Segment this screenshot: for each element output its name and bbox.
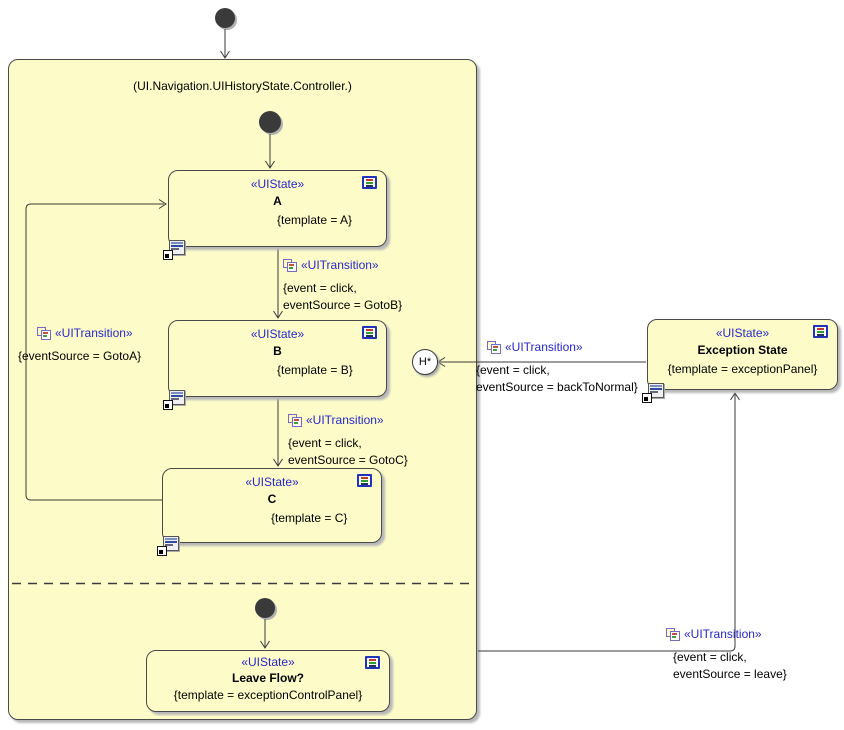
transition-b-to-c-line[interactable] [273,397,283,467]
transition-c-to-a-line[interactable] [25,199,167,501]
transition-initial-to-leaveflow-line[interactable] [260,619,270,649]
state-constraint: {template = exceptionPanel} [667,362,818,376]
state-stereotype: «UIState» [250,177,305,191]
composite-state-title: (UI.Navigation.UIHistoryState.Controller… [133,79,352,93]
state-constraint: {template = C} [271,511,348,525]
transition-stereotype: «UITransition» [505,340,583,354]
transition-stereotype: «UITransition» [684,627,762,641]
state-name: A [273,194,282,208]
transition-icon [288,413,302,427]
state-stereotype: «UIState» [715,326,770,340]
state-name: Leave Flow? [231,671,305,685]
spec-list-icon[interactable] [365,656,380,669]
transition-stereotype: «UITransition» [55,326,133,340]
transition-constraint-line: {event = click, [288,436,362,450]
transition-initial-to-controller-line[interactable] [220,29,230,59]
transition-constraint-line: eventSource = GotoB} [283,298,403,312]
spec-list-icon[interactable] [362,176,377,189]
transition-icon [487,340,501,354]
transition-constraint-line: {eventSource = GotoA} [18,349,142,363]
state-name: C [267,492,277,506]
state-stereotype: «UIState» [241,655,295,669]
ui-mockup-icon[interactable] [157,536,179,556]
ui-mockup-icon[interactable] [642,383,664,403]
spec-list-icon[interactable] [357,474,372,487]
state-constraint: {template = exceptionControlPanel} [173,688,363,702]
transition-initial-to-a-line[interactable] [265,134,275,169]
transition-icon [283,258,297,272]
state-name: B [273,344,282,358]
initial-state-node[interactable] [255,598,275,618]
state-stereotype: «UIState» [245,475,299,489]
state-stereotype: «UIState» [250,327,305,341]
state-c[interactable]: «UIState» C {template = C} [157,468,382,556]
state-leave-flow[interactable]: «UIState» Leave Flow? {template = except… [146,650,390,712]
transition-stereotype-row: «UITransition» [666,626,787,642]
transition-stereotype: «UITransition» [306,413,384,427]
state-exception[interactable]: «UIState» Exception State {template = ex… [642,319,838,403]
transition-stereotype-row: «UITransition» [288,412,408,428]
transition-stereotype-row: «UITransition» [37,325,141,341]
state-constraint: {template = B} [277,363,353,377]
transition-constraint-line: eventSource = leave} [673,667,787,681]
ui-mockup-icon[interactable] [163,390,185,410]
transition-stereotype-row: «UITransition» [283,257,402,273]
initial-state-node[interactable] [215,8,235,28]
transition-exception-to-history-label[interactable]: «UITransition» {event = click, eventSour… [476,339,638,396]
transition-constraint-line: eventSource = backToNormal} [476,380,638,394]
transition-constraint-line: {event = click, [283,281,357,295]
transition-leave-label[interactable]: «UITransition» {event = click, eventSour… [666,626,787,683]
state-b[interactable]: «UIState» B {template = B} [163,320,387,410]
transition-icon [666,627,680,641]
history-pseudostate[interactable]: H* [412,349,438,375]
transition-constraint-line: {event = click, [673,650,747,664]
transition-stereotype-row: «UITransition» [487,339,638,355]
transition-b-to-c-label[interactable]: «UITransition» {event = click, eventSour… [288,412,408,469]
transition-leave-line[interactable] [478,392,740,652]
ui-mockup-icon[interactable] [163,240,185,260]
state-constraint: {template = A} [277,213,353,227]
state-a[interactable]: «UIState» A {template = A} [163,170,387,260]
transition-exception-to-history-line[interactable] [437,357,646,367]
state-name: Exception State [697,343,788,357]
initial-state-node[interactable] [259,111,281,133]
spec-list-icon[interactable] [362,326,377,339]
transition-constraint-line: eventSource = GotoC} [288,453,408,467]
transition-icon [37,326,51,340]
transition-a-to-b-label[interactable]: «UITransition» {event = click, eventSour… [283,257,402,314]
transition-constraint-line: {event = click, [476,363,550,377]
spec-list-icon[interactable] [813,325,828,338]
transition-a-to-b-line[interactable] [273,247,283,319]
transition-stereotype: «UITransition» [301,258,379,272]
transition-c-to-a-label[interactable]: «UITransition» {eventSource = GotoA} [18,325,141,365]
